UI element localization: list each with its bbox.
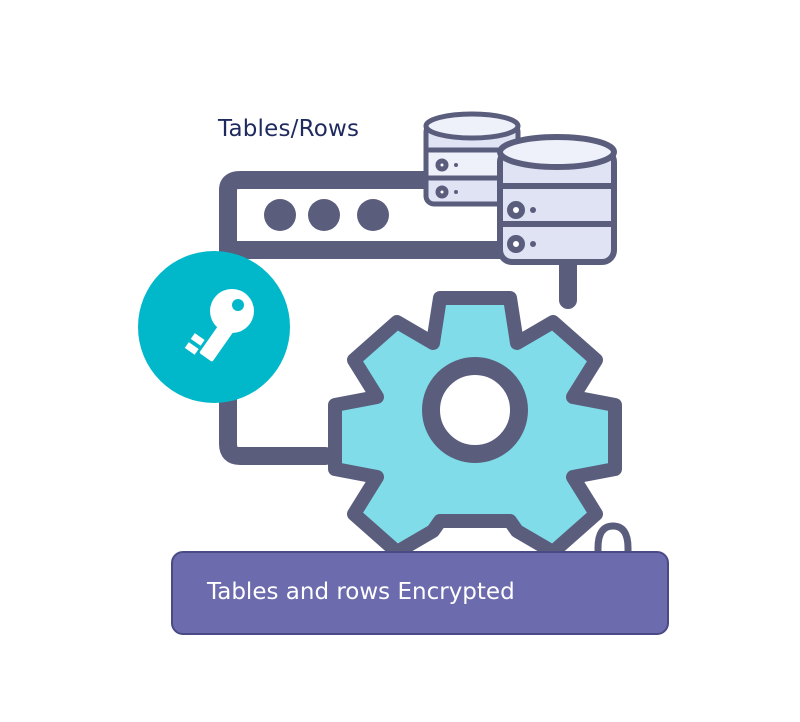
database-icon (497, 134, 617, 265)
gear-icon (328, 291, 622, 559)
encryption-status-banner: Tables and rows Encrypted (171, 551, 669, 635)
key-icon (138, 251, 290, 403)
window-control-dots (264, 199, 389, 231)
diagram-heading: Tables/Rows (218, 116, 360, 142)
banner-label: Tables and rows Encrypted (207, 579, 515, 605)
